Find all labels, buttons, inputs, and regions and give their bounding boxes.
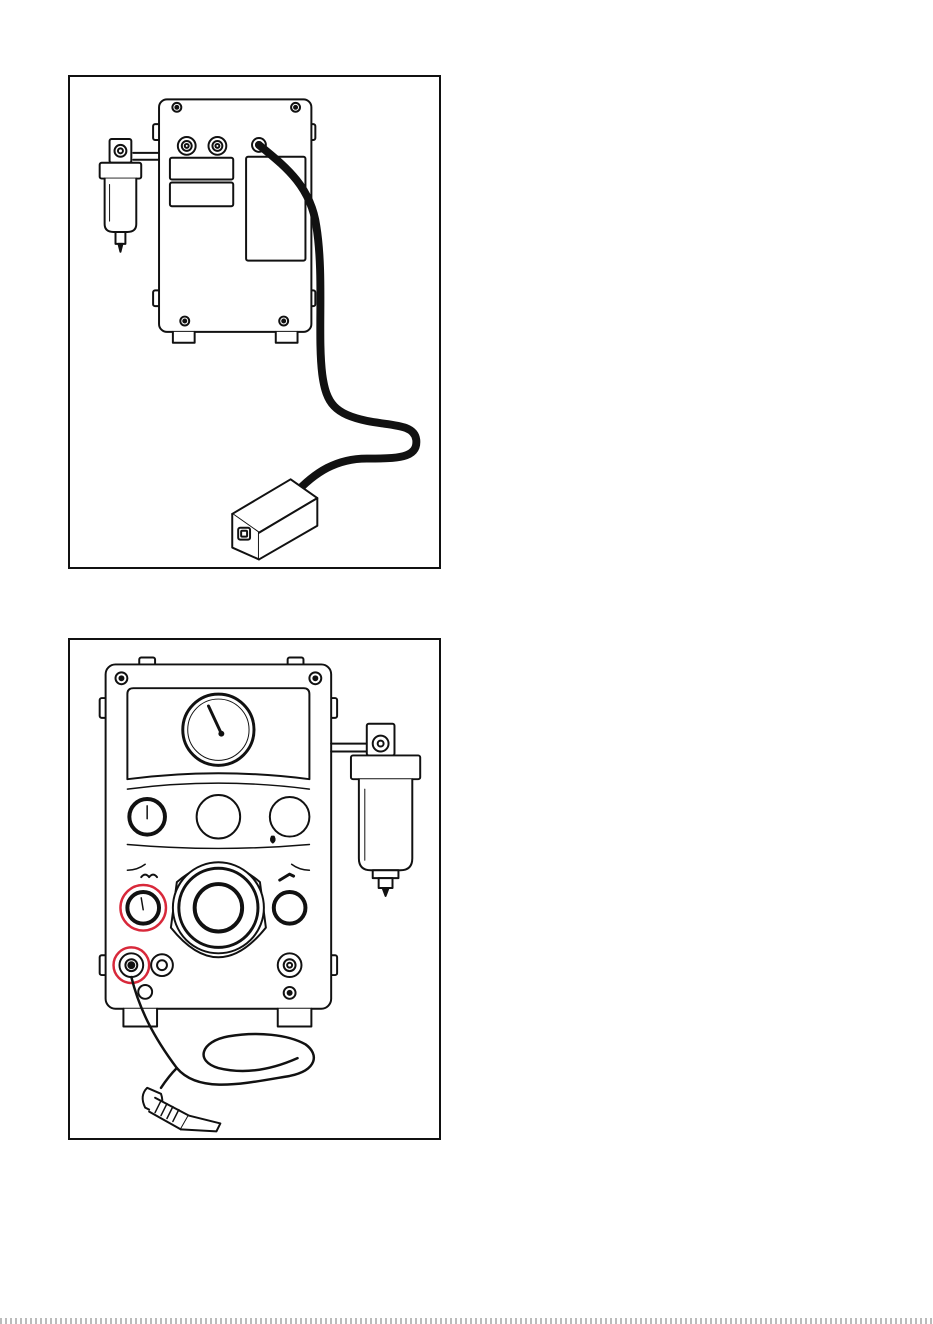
control-knob (171, 862, 266, 957)
enclosure-feet (123, 1009, 311, 1027)
blank-plug-center (197, 795, 241, 839)
socket-right (278, 953, 302, 977)
valve-knob-left (129, 799, 165, 835)
socket-lower (138, 985, 152, 999)
enclosure-feet (173, 332, 298, 343)
valve-knob-highlighted (127, 892, 159, 924)
figure-rear-view (68, 75, 441, 569)
air-filter-regulator (331, 724, 420, 896)
socket-second (151, 954, 173, 976)
cable-gland-middle (208, 137, 226, 155)
figure-front-view (68, 638, 441, 1140)
connector-box (232, 479, 317, 559)
page-edge-artifact (0, 1318, 933, 1324)
probe (143, 1088, 221, 1132)
cable-gland-left (178, 137, 196, 155)
front-view-drawing (70, 640, 439, 1138)
rear-view-drawing (70, 77, 439, 567)
probe-socket (119, 953, 143, 977)
air-filter-regulator (100, 139, 159, 252)
pressure-gauge (183, 694, 254, 765)
valve-knob-right (274, 892, 306, 924)
